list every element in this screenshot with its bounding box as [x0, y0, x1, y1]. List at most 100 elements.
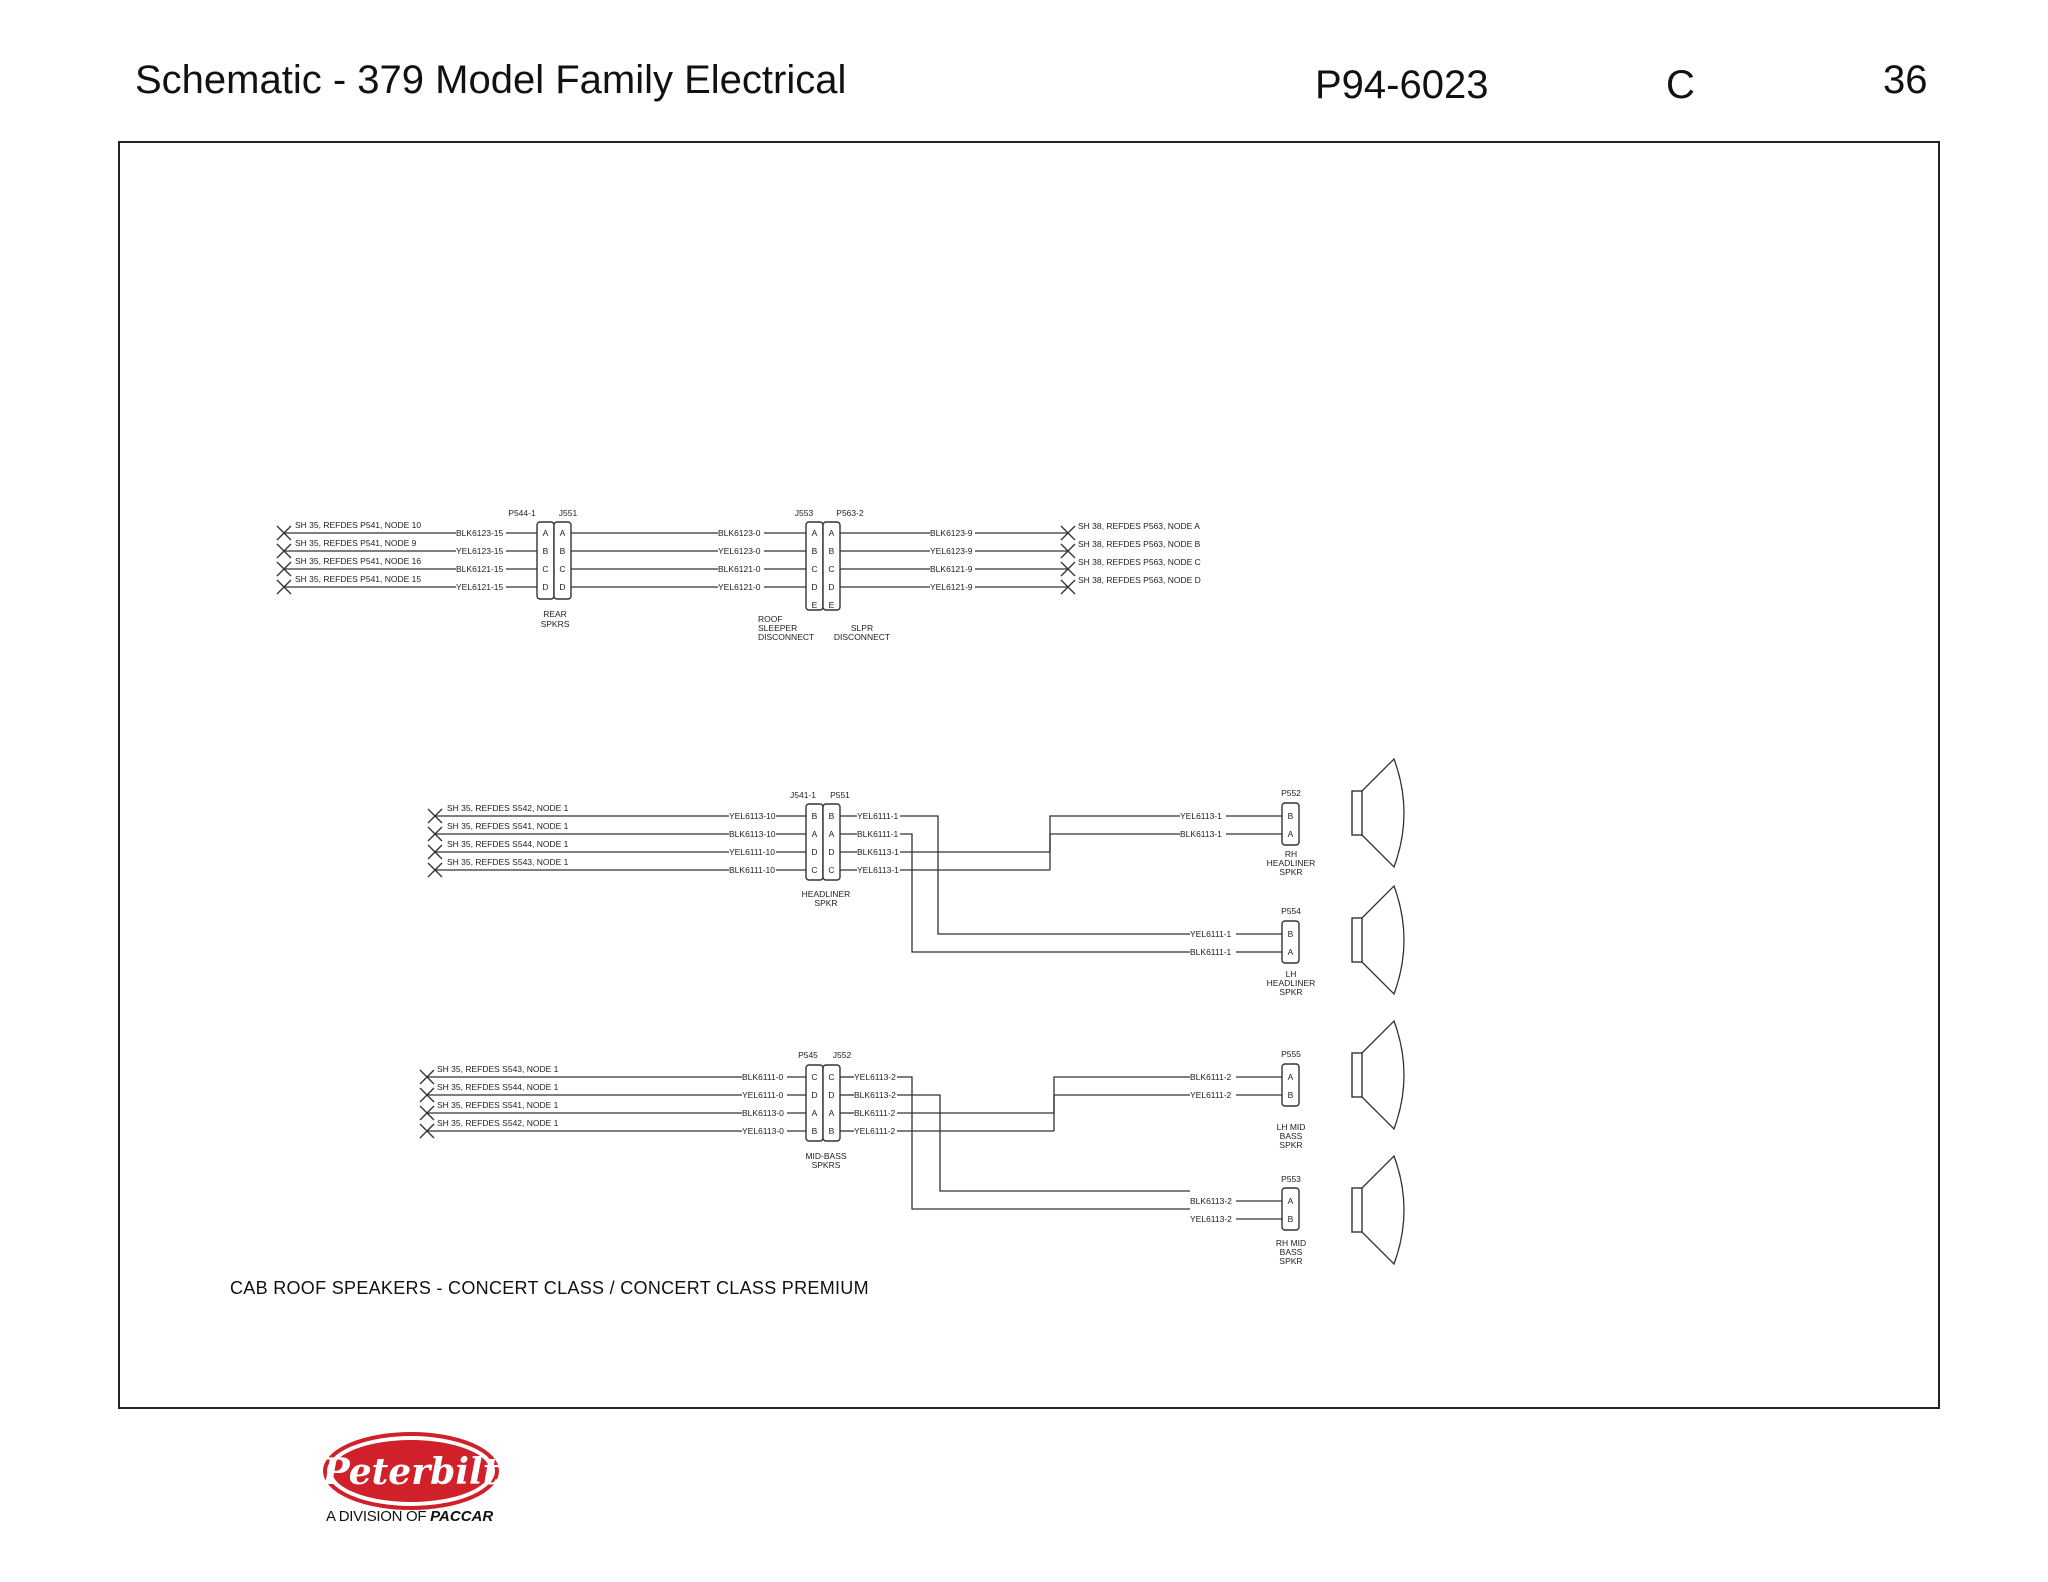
wire-label: BLK6111-1: [1190, 947, 1232, 957]
wire-label: BLK6111-2: [854, 1108, 896, 1118]
connector-label: J552: [833, 1050, 852, 1060]
connector-name: BASS: [1280, 1131, 1303, 1141]
pin-label: B: [812, 811, 818, 821]
route-blk6111-1: [900, 833, 1190, 953]
connector-label: P563-2: [836, 508, 864, 518]
pin-label: B: [812, 546, 818, 556]
connector-name: SPKR: [1279, 1140, 1302, 1150]
wire-label: BLK6111-10: [729, 865, 775, 875]
connector-name: SPKR: [1279, 987, 1302, 997]
wire-label: YEL6113-2: [1190, 1214, 1232, 1224]
connector-name: HEADLINER: [1267, 978, 1316, 988]
pin-label: A: [1288, 947, 1294, 957]
pin-label: C: [542, 564, 548, 574]
left-reference-label: SH 35, REFDES P541, NODE 9: [295, 538, 417, 548]
pin-label: C: [828, 865, 834, 875]
right-reference-label: SH 38, REFDES P563, NODE D: [1078, 575, 1201, 585]
pin-label: D: [542, 582, 548, 592]
route-blk6113-2: [897, 1094, 1190, 1192]
left-reference-label: SH 35, REFDES S544, NODE 1: [447, 839, 569, 849]
pin-label: A: [1288, 1072, 1294, 1082]
wire-label: BLK6113-1: [857, 847, 899, 857]
connector-name: SPKR: [814, 898, 837, 908]
page-title: Schematic - 379 Model Family Electrical: [135, 58, 847, 102]
connector-name: SPKR: [1279, 867, 1302, 877]
rh-mid-bass-speaker-magnet: [1351, 1187, 1363, 1233]
connector-label: P551: [830, 790, 850, 800]
rh-mid-bass-speaker-cone: [1361, 1154, 1405, 1266]
wire-label: YEL6123-9: [930, 546, 973, 556]
wire-label: BLK6111-0: [742, 1072, 784, 1082]
left-reference-label: SH 35, REFDES S542, NODE 1: [447, 803, 569, 813]
connector-name: SPKR: [1279, 1256, 1302, 1266]
wire-label: YEL6121-0: [718, 582, 761, 592]
connector-label: P544-1: [508, 508, 536, 518]
pin-label: B: [1288, 929, 1294, 939]
wire-end-mark: [1060, 579, 1076, 595]
wire-label: BLK6121-9: [930, 564, 973, 574]
pin-label: E: [829, 600, 835, 610]
rh-headliner-speaker-cone: [1361, 757, 1405, 869]
wire-label: YEL6111-10: [729, 847, 775, 857]
document-number: P94-6023: [1315, 63, 1489, 107]
connector-name: REAR: [543, 609, 567, 619]
peterbilt-logo: Peterbilt: [322, 1432, 500, 1510]
pin-label: D: [828, 847, 834, 857]
lh-headliner-speaker-cone: [1361, 884, 1405, 996]
pin-label: A: [1288, 1196, 1294, 1206]
connector-j552: [822, 1064, 841, 1142]
connector-label: J553: [795, 508, 814, 518]
left-reference-label: SH 35, REFDES S542, NODE 1: [437, 1118, 559, 1128]
wire-label: YEL6111-1: [1190, 929, 1232, 939]
wire-label: YEL6111-2: [1190, 1090, 1232, 1100]
pin-label: C: [811, 865, 817, 875]
wire-label: YEL6111-0: [742, 1090, 784, 1100]
connector-name: LH: [1286, 969, 1297, 979]
connector-name: DISCONNECT: [758, 632, 814, 642]
wire-label: YEL6113-10: [729, 811, 776, 821]
pin-label: D: [828, 1090, 834, 1100]
connector-name: SLPR: [851, 623, 873, 633]
pin-label: D: [828, 582, 834, 592]
wire-label: YEL6111-1: [857, 811, 899, 821]
pin-label: A: [560, 528, 566, 538]
pin-label: D: [811, 582, 817, 592]
pin-label: A: [1288, 829, 1294, 839]
pin-label: A: [812, 1108, 818, 1118]
connector-name: SPKRS: [812, 1160, 841, 1170]
wire-label: YEL6123-0: [718, 546, 761, 556]
pin-label: E: [812, 600, 818, 610]
wire-end-mark: [1060, 561, 1076, 577]
pin-label: C: [811, 564, 817, 574]
pin-label: A: [829, 1108, 835, 1118]
page-number: 36: [1883, 58, 1928, 102]
connector-p555: [1281, 1063, 1300, 1107]
pin-label: D: [811, 1090, 817, 1100]
pin-label: B: [1288, 811, 1294, 821]
lh-headliner-speaker-magnet: [1351, 917, 1363, 963]
connector-name: SLEEPER: [758, 623, 797, 633]
connector-name: MID-BASS: [805, 1151, 846, 1161]
route-yel6113-1b: [1049, 815, 1180, 870]
connector-p551: [822, 803, 841, 881]
wire-label: YEL6113-0: [742, 1126, 784, 1136]
wire-label: BLK6111-1: [857, 829, 899, 839]
wire-label: BLK6111-2: [1190, 1072, 1232, 1082]
pin-label: B: [1288, 1214, 1294, 1224]
connector-p563-2: [822, 521, 841, 611]
wire-label: YEL6121-15: [456, 582, 504, 592]
wire-label: BLK6123-0: [718, 528, 761, 538]
pin-label: B: [829, 546, 835, 556]
wire-label: YEL6111-2: [854, 1126, 896, 1136]
left-reference-label: SH 35, REFDES S541, NODE 1: [447, 821, 569, 831]
left-reference-label: SH 35, REFDES P541, NODE 10: [295, 520, 421, 530]
wire-label: YEL6121-9: [930, 582, 973, 592]
route-yel6111-2b: [1053, 1094, 1190, 1113]
division-tagline: A DIVISION OF PACCAR: [326, 1508, 493, 1525]
connector-label: P545: [798, 1050, 818, 1060]
right-reference-label: SH 38, REFDES P563, NODE C: [1078, 557, 1201, 567]
connector-j551: [553, 521, 572, 600]
connector-name: RH: [1285, 849, 1297, 859]
connector-label: J541-1: [790, 790, 816, 800]
